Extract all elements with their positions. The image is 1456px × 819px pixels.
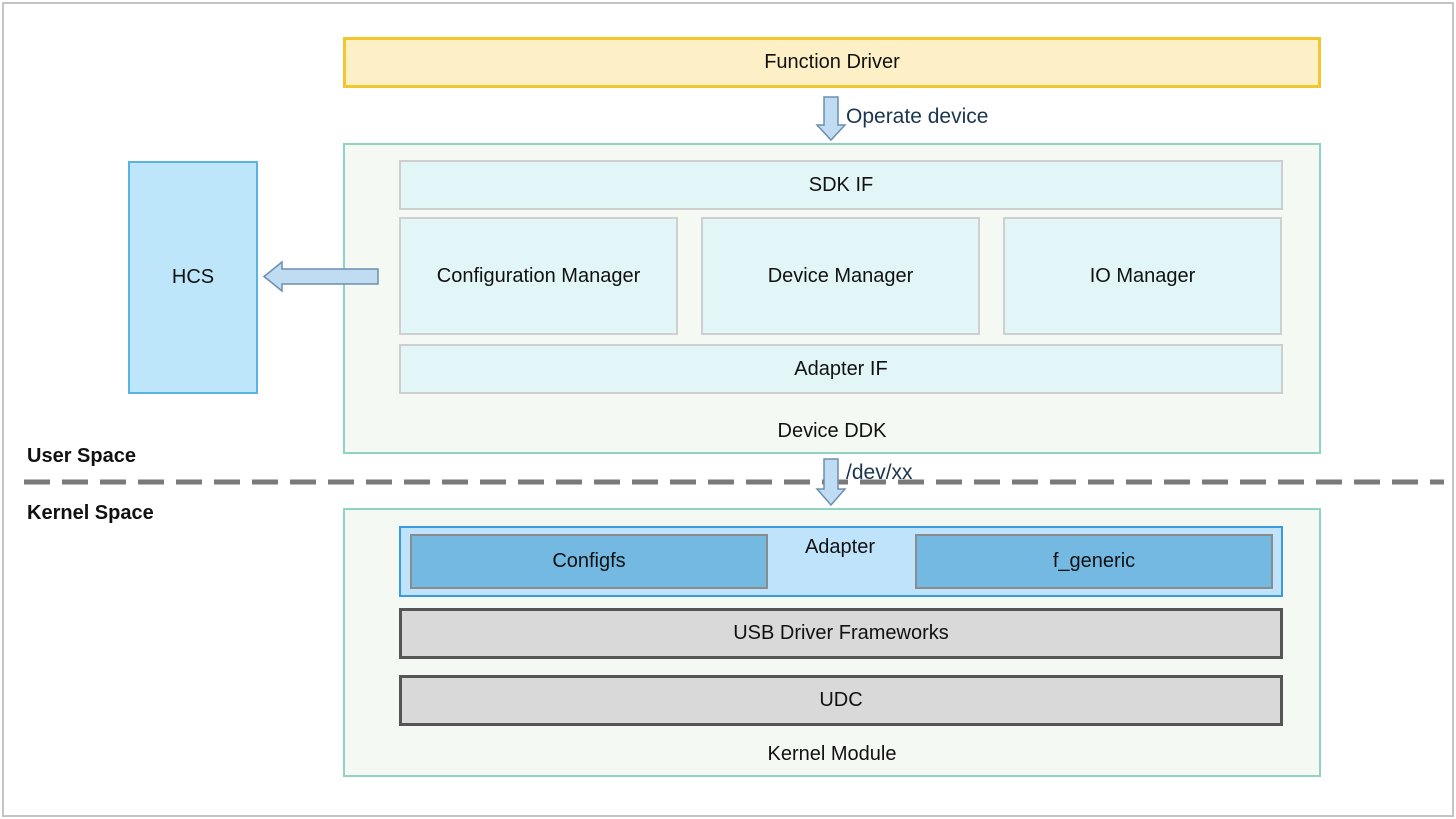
adapter-if-box: Adapter IF xyxy=(399,344,1283,394)
adapter-label: Adapter xyxy=(804,536,876,558)
configuration-manager-box: Configuration Manager xyxy=(399,217,678,335)
udc-label: UDC xyxy=(819,689,863,711)
configfs-box: Configfs xyxy=(410,534,768,589)
hcs-label: HCS xyxy=(171,266,215,288)
sdk-if-box: SDK IF xyxy=(399,160,1283,210)
usb-driver-frameworks-box: USB Driver Frameworks xyxy=(399,608,1283,659)
operate-device-arrow-icon xyxy=(815,96,847,142)
adapter-if-label: Adapter IF xyxy=(794,357,888,380)
kernel-space-label: Kernel Space xyxy=(27,502,154,524)
dev-path-label: /dev/xx xyxy=(846,461,913,484)
device-manager-box: Device Manager xyxy=(701,217,980,335)
usb-driver-frameworks-label: USB Driver Frameworks xyxy=(733,622,949,644)
operate-device-label: Operate device xyxy=(846,105,989,128)
function-driver-box: Function Driver xyxy=(343,37,1321,88)
device-ddk-title: Device DDK xyxy=(777,420,887,442)
configfs-label: Configfs xyxy=(552,550,626,572)
io-manager-box: IO Manager xyxy=(1003,217,1282,335)
f-generic-box: f_generic xyxy=(915,534,1273,589)
hcs-box: HCS xyxy=(128,161,258,394)
f-generic-label: f_generic xyxy=(1052,550,1136,572)
udc-box: UDC xyxy=(399,675,1283,726)
hcs-arrow-icon xyxy=(262,260,379,293)
io-manager-label: IO Manager xyxy=(1089,264,1196,287)
sdk-if-label: SDK IF xyxy=(808,173,874,196)
function-driver-label: Function Driver xyxy=(764,51,900,73)
device-manager-label: Device Manager xyxy=(767,264,914,287)
kernel-module-title: Kernel Module xyxy=(767,743,897,765)
configuration-manager-label: Configuration Manager xyxy=(436,264,641,287)
dev-xx-arrow-icon xyxy=(815,458,847,507)
user-space-label: User Space xyxy=(27,445,136,467)
